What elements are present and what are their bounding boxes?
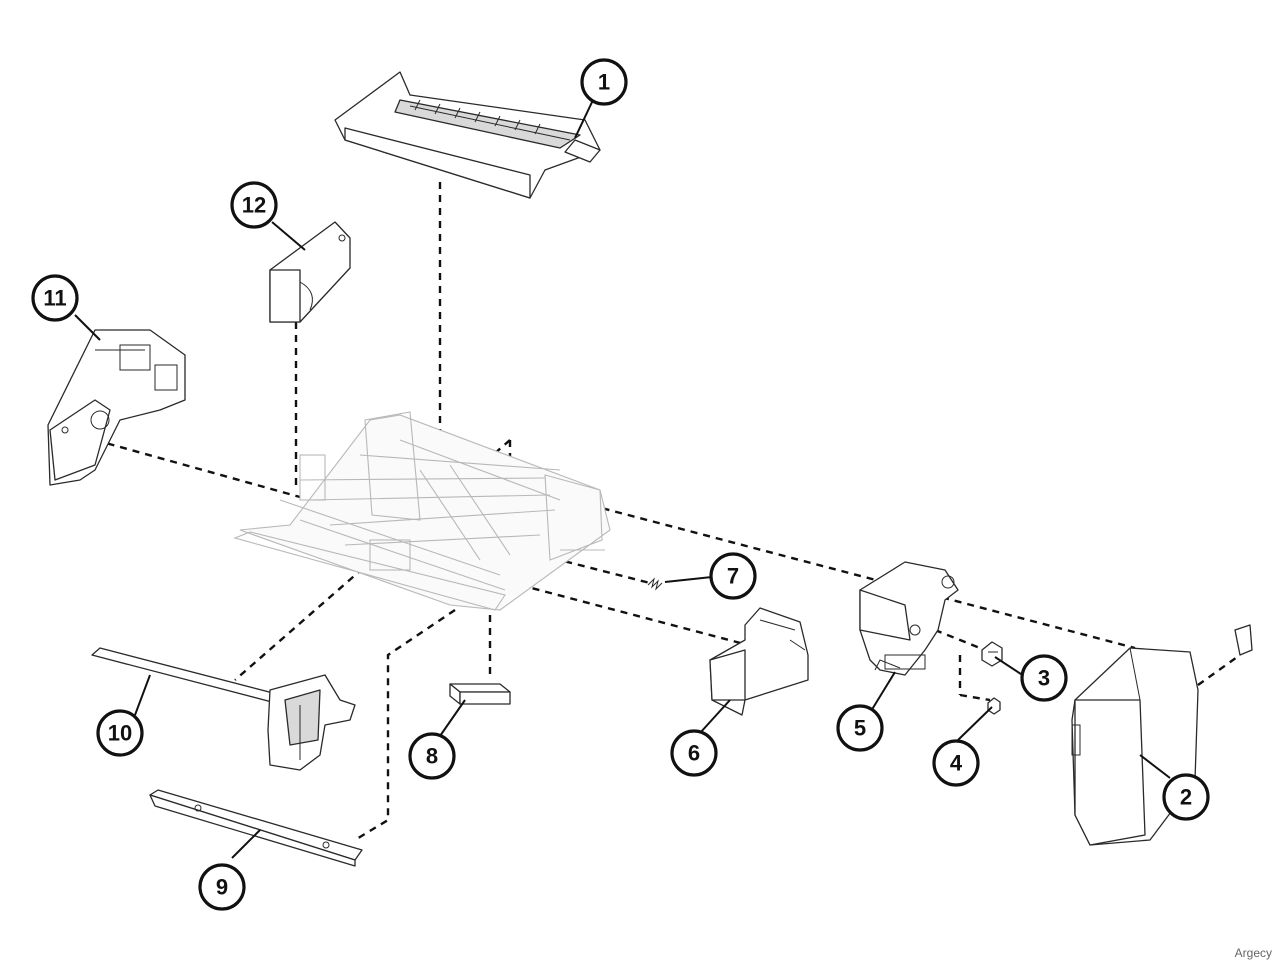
- callout-9-label: 9: [216, 875, 228, 900]
- clip-bracket: [1234, 624, 1253, 656]
- part-6-duct: [709, 607, 809, 716]
- part-11-left-frame: [47, 329, 186, 486]
- callout-10: 10: [96, 709, 144, 757]
- callout-10-label: 10: [108, 721, 132, 746]
- callout-7-label: 7: [727, 564, 739, 589]
- leader-lines: [74, 99, 1171, 859]
- part-1-top-cover: [334, 71, 601, 199]
- part-8-pad: [449, 683, 511, 705]
- part-3-gear: [981, 641, 1003, 667]
- callout-8: 8: [408, 732, 456, 780]
- callout-9: 9: [198, 863, 246, 911]
- callout-5: 5: [836, 704, 884, 752]
- part-7-spring: [647, 577, 663, 591]
- callout-6: 6: [670, 729, 718, 777]
- callout-4: 4: [932, 739, 980, 787]
- callout-11: 11: [31, 274, 79, 322]
- assembly-lines: [94, 182, 1241, 842]
- callout-12-label: 12: [242, 193, 266, 218]
- callout-1: 1: [580, 58, 628, 106]
- callout-3: 3: [1020, 654, 1068, 702]
- part-12-side-cover: [269, 221, 351, 323]
- callout-5-label: 5: [854, 716, 866, 741]
- callout-4-label: 4: [950, 751, 963, 776]
- callout-8-label: 8: [426, 744, 438, 769]
- callout-2: 2: [1162, 773, 1210, 821]
- callout-11-label: 11: [43, 286, 66, 311]
- watermark-text: Argecy: [1234, 946, 1272, 960]
- part-5-gear-housing: [859, 561, 959, 676]
- part-9-bracket: [149, 789, 363, 867]
- callout-7: 7: [709, 552, 757, 600]
- base-frame: [233, 411, 611, 611]
- callout-1-label: 1: [598, 70, 610, 95]
- callout-3-label: 3: [1038, 666, 1050, 691]
- callout-6-label: 6: [688, 741, 700, 766]
- callout-2-label: 2: [1180, 785, 1192, 810]
- part-10-guide-rail: [91, 647, 356, 771]
- callout-12: 12: [230, 181, 278, 229]
